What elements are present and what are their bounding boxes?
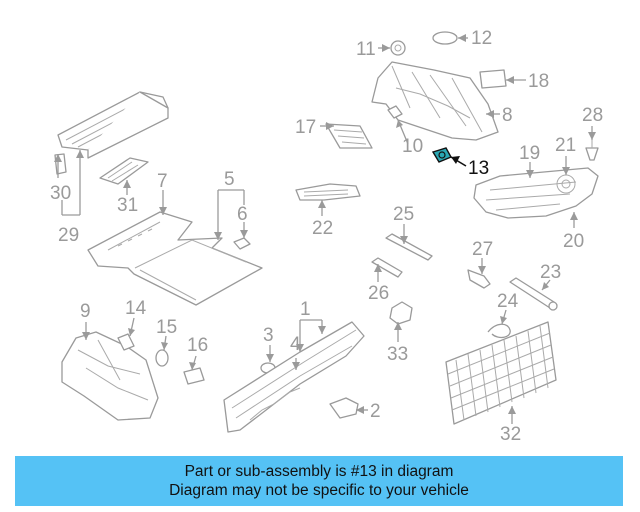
callout-16: 16 <box>187 335 208 356</box>
callout-23: 23 <box>540 262 561 283</box>
left-trim-panel-part <box>61 331 159 421</box>
callout-1: 1 <box>300 299 311 320</box>
clip-10-part <box>387 105 403 119</box>
callout-17: 17 <box>295 117 316 138</box>
banner-line-1: Part or sub-assembly is #13 in diagram <box>184 463 454 480</box>
callout-14: 14 <box>125 298 147 319</box>
callout-12: 12 <box>471 28 492 49</box>
callout-8: 8 <box>502 105 513 126</box>
clip-15-part <box>155 349 169 367</box>
callout-19: 19 <box>519 143 540 164</box>
callout-10: 10 <box>402 136 423 157</box>
callout-22: 22 <box>312 218 333 239</box>
clip-14-part <box>117 333 135 351</box>
trunk-floor-mat-part <box>87 211 263 306</box>
callout-25: 25 <box>393 204 414 225</box>
callout-18: 18 <box>528 71 549 92</box>
right-trim-panel-part <box>473 167 599 219</box>
latch-33-part <box>389 301 413 325</box>
rod-23-part <box>509 277 558 311</box>
callout-30: 30 <box>50 183 71 204</box>
hook-27-part <box>467 269 491 289</box>
callout-6: 6 <box>237 204 248 225</box>
callout-3: 3 <box>263 325 274 346</box>
callout-27: 27 <box>472 239 493 260</box>
screw-28-part <box>585 138 599 161</box>
callout-20: 20 <box>563 231 584 252</box>
callout-5: 5 <box>224 169 235 190</box>
bracket-2-part <box>329 397 359 419</box>
parts-diagram: 1 2 3 4 5 6 7 8 9 10 11 12 13 14 15 16 1… <box>50 28 603 445</box>
callout-13: 13 <box>468 158 489 179</box>
strap-24-part <box>487 323 511 339</box>
callout-31: 31 <box>117 195 138 216</box>
arrowheads <box>54 34 596 414</box>
cargo-net-part <box>445 321 557 425</box>
side-trim-panel-part <box>371 61 499 141</box>
package-tray-part <box>57 91 169 159</box>
fastener-11-part <box>390 40 406 56</box>
info-banner: Part or sub-assembly is #13 in diagram D… <box>15 456 623 506</box>
part-13-highlight <box>431 147 452 163</box>
wrench-26-part <box>371 257 403 278</box>
clip-6-part <box>233 237 251 250</box>
callout-21: 21 <box>555 135 576 156</box>
bracket-22-part <box>295 183 361 201</box>
cap-12-part <box>432 31 458 45</box>
callout-4: 4 <box>290 334 301 355</box>
callout-26: 26 <box>368 283 389 304</box>
sill-trim-part <box>223 321 365 433</box>
callout-2: 2 <box>370 401 381 422</box>
callout-9: 9 <box>80 301 91 322</box>
callout-11: 11 <box>356 39 376 60</box>
banner-line-2: Diagram may not be specific to your vehi… <box>169 482 469 499</box>
callout-labels: 1 2 3 4 5 6 7 8 9 10 11 12 13 14 15 16 1… <box>50 28 603 445</box>
callout-29: 29 <box>58 225 79 246</box>
callout-7: 7 <box>157 171 168 192</box>
callout-24: 24 <box>497 291 519 312</box>
clip-16-part <box>183 367 205 385</box>
pad-18-part <box>479 69 507 89</box>
panel-17-part <box>325 123 373 149</box>
callout-28: 28 <box>582 105 603 126</box>
callout-32: 32 <box>500 424 521 445</box>
callout-15: 15 <box>156 317 177 338</box>
bracket-31-part <box>99 157 149 185</box>
tool-25-part <box>385 233 433 261</box>
callout-33: 33 <box>387 344 408 365</box>
